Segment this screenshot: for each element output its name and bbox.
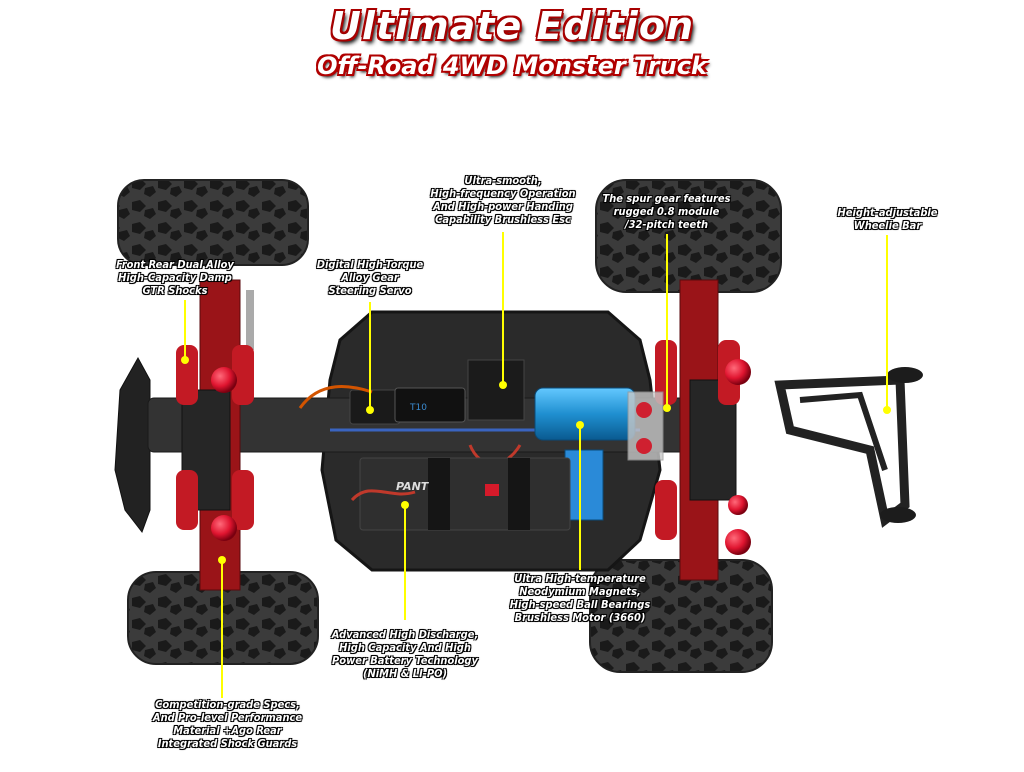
callout-wheelie-bar: Height-adjustable Wheelie Bar [815, 206, 960, 232]
callout-servo-line: Digital High-Torque [316, 258, 424, 271]
callout-motor-line: High-speed Ball Bearings [509, 598, 651, 611]
callout-motor-line: Ultra High-temperature [514, 572, 646, 585]
callout-specs-line: Integrated Shock Guards [157, 737, 298, 750]
esc-label: T10 [409, 403, 427, 413]
callout-shocks: Front Rear Dual Alloy High-Capacity Damp… [95, 258, 255, 297]
callout-battery-line: Advanced High Discharge, [331, 628, 479, 641]
callout-motor-line: Neodymium Magnets, [519, 585, 641, 598]
steering-servo [298, 385, 401, 425]
callout-spur-line: The spur gear features [602, 192, 731, 205]
callout-shocks-line: GTR Shocks [142, 284, 208, 297]
callout-esc-line: Ultra-smooth, [464, 174, 542, 187]
callout-battery-line: Power Battery Technology [332, 654, 478, 667]
battery-label: PANT [396, 480, 430, 493]
callout-esc-line: High-frequency Operation [430, 187, 576, 200]
page-subtitle: Off-Road 4WD Monster Truck [317, 52, 707, 80]
page-title: Ultimate Edition [329, 4, 694, 48]
callout-battery-line: (NiMH & LI-PO) [362, 667, 448, 680]
tire-front-left [117, 179, 309, 266]
callout-spur-line: /32-pitch teeth [625, 218, 708, 231]
callout-servo: Digital High-Torque Alloy Gear Steering … [300, 258, 440, 297]
wheelie-bar [774, 367, 923, 528]
callout-esc: Ultra-smooth, High-frequency Operation A… [408, 174, 598, 226]
suspension-rear [655, 279, 740, 581]
callout-specs-line: Material +Ago Rear [173, 724, 282, 737]
callout-servo-line: Steering Servo [328, 284, 412, 297]
battery-pack: PANT [350, 457, 571, 531]
callout-esc-line: Capability Brushless Esc [435, 213, 571, 226]
callout-wheelie-line: Wheelie Bar [853, 219, 922, 232]
callout-spur-line: rugged 0.8 module [613, 205, 720, 218]
leader-lines [184, 232, 888, 698]
callout-wheelie-line: Height-adjustable [837, 206, 938, 219]
front-bumper [114, 356, 151, 534]
brushless-motor [534, 387, 664, 521]
callout-shocks-line: High-Capacity Damp [118, 271, 232, 284]
callout-specs: Competition-grade Specs, And Pro-level P… [130, 698, 325, 750]
callout-specs-line: And Pro-level Performance [152, 711, 303, 724]
leader-dots [181, 356, 891, 564]
callout-servo-line: Alloy Gear [341, 271, 399, 284]
callout-shocks-line: Front Rear Dual Alloy [116, 258, 234, 271]
callout-esc-line: And High-power Handing [433, 200, 573, 213]
esc-unit: T10 [394, 359, 525, 466]
suspension-knobs [211, 359, 751, 555]
callout-battery-line: High Capacity And High [339, 641, 471, 654]
callout-motor-line: Brushless Motor (3660) [514, 611, 646, 624]
callout-motor: Ultra High-temperature Neodymium Magnets… [490, 572, 670, 624]
callout-battery: Advanced High Discharge, High Capacity A… [310, 628, 500, 680]
callout-spur-gear: The spur gear features rugged 0.8 module… [584, 192, 749, 231]
callout-specs-line: Competition-grade Specs, [155, 698, 300, 711]
